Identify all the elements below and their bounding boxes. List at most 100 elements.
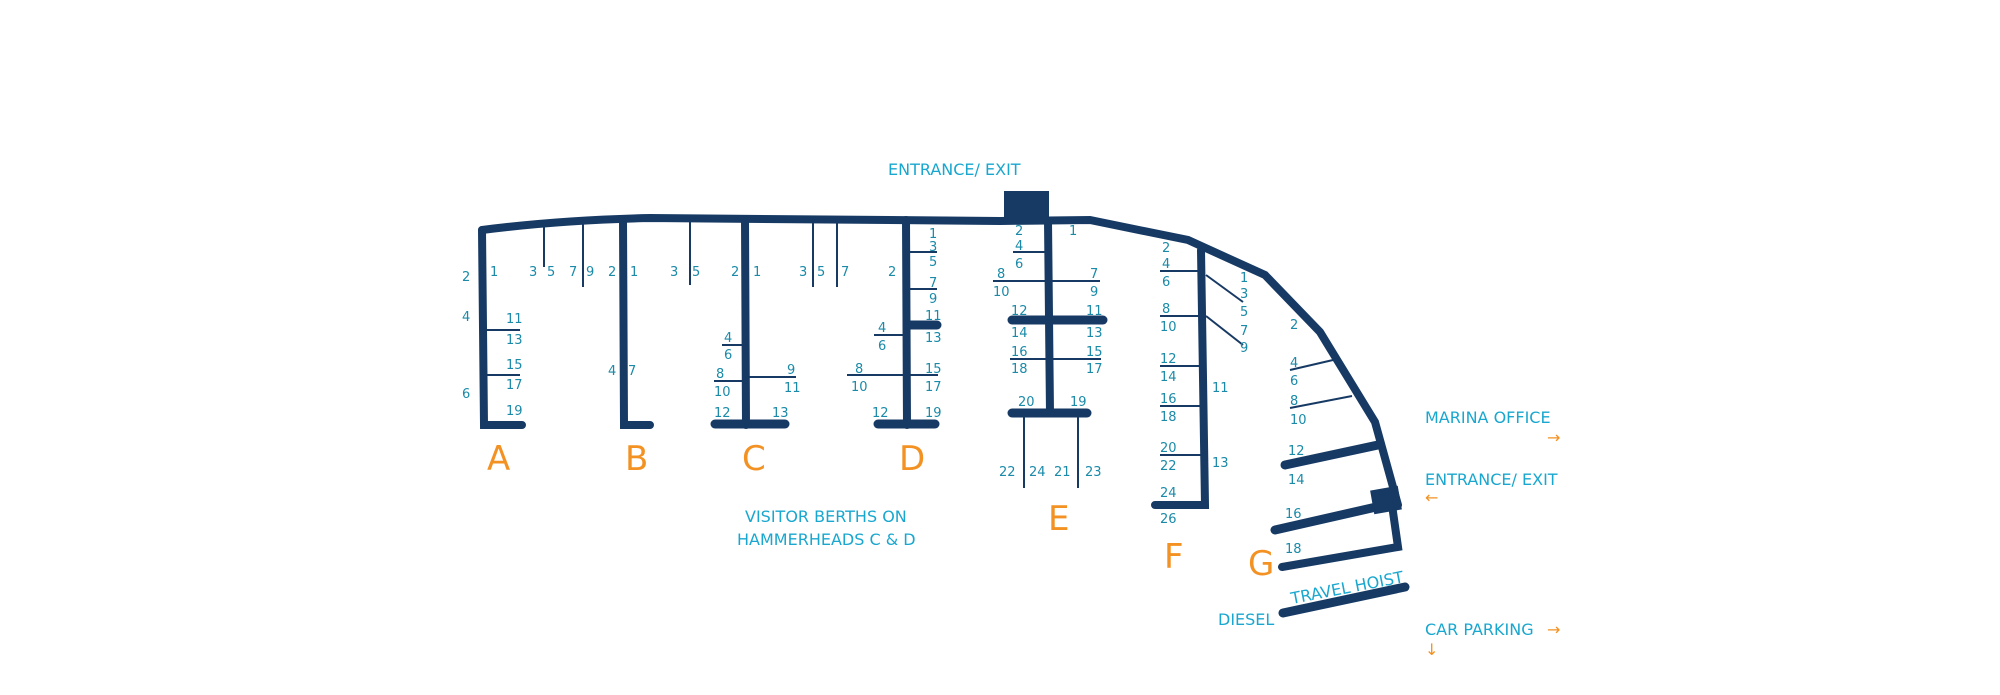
- berth-number: 6: [462, 387, 470, 402]
- berth-number: 16: [1160, 392, 1177, 407]
- berth-number: 9: [1090, 285, 1098, 300]
- berth-number: 18: [1285, 542, 1302, 557]
- berth-number: 1: [1240, 271, 1248, 286]
- pontoon-c-spine: [741, 216, 750, 429]
- berth-number: 10: [851, 380, 868, 395]
- berth-number: 13: [772, 406, 789, 421]
- diesel-label: DIESEL: [1218, 610, 1274, 629]
- berths-g: 2 4 6 8 10 12 14 16 18: [1285, 318, 1307, 557]
- diesel-pontoon: [1278, 582, 1410, 618]
- berth-number: 5: [692, 265, 700, 280]
- arrow-right-icon: →: [1547, 428, 1560, 447]
- berth-number: 11: [784, 381, 801, 396]
- berth-number: 9: [586, 265, 594, 280]
- pontoon-e: [993, 217, 1108, 488]
- berth-number: 20: [1160, 441, 1177, 456]
- car-parking-label[interactable]: CAR PARKING: [1425, 620, 1534, 639]
- pontoon-letter-c: C: [742, 439, 766, 479]
- berth-number: 6: [878, 339, 886, 354]
- berth-number: 3: [929, 240, 937, 255]
- berth-number: 4: [462, 310, 470, 325]
- berth-number: 2: [1162, 241, 1170, 256]
- berth-number: 14: [1011, 326, 1028, 341]
- berth-number: 19: [1070, 395, 1087, 410]
- berth-number: 8: [1290, 394, 1298, 409]
- berth-number: 1: [753, 265, 761, 280]
- berth-number: 5: [817, 265, 825, 280]
- berth-number: 4: [608, 364, 616, 379]
- top-entrance-block: [1004, 191, 1049, 219]
- marina-office-label[interactable]: MARINA OFFICE: [1425, 408, 1551, 427]
- berth-number: 8: [855, 362, 863, 377]
- berth-number: 4: [1162, 257, 1170, 272]
- berth-number: 22: [999, 465, 1016, 480]
- berth-number: 11: [1212, 381, 1229, 396]
- berth-number: 1: [929, 227, 937, 242]
- berth-number: 4: [724, 331, 732, 346]
- berth-number: 1: [490, 265, 498, 280]
- berth-number: 5: [547, 265, 555, 280]
- pontoon-b-spine: [619, 217, 654, 429]
- finger: [1205, 274, 1244, 303]
- berths-c: 2 1 3 5 7 4 6 8 10 9 11 12 13: [714, 265, 849, 421]
- pontoon-c: [710, 216, 838, 429]
- berth-number: 2: [608, 265, 616, 280]
- finger: [1289, 359, 1334, 371]
- berth-number: 2: [1015, 224, 1023, 239]
- berth-number: 18: [1160, 410, 1177, 425]
- berth-number: 11: [506, 312, 523, 327]
- berth-number: 17: [506, 378, 523, 393]
- arrow-left-icon: ←: [1425, 488, 1438, 507]
- berth-number: 7: [1090, 267, 1098, 282]
- berth-number: 2: [462, 270, 470, 285]
- berths-a: 2 1 3 5 7 9 4 11 13 15 17 6 19: [462, 265, 594, 419]
- berths-f: 2 4 6 1 3 5 7 9 8 10 12 14 11 16 18 20 2…: [1160, 241, 1248, 527]
- visitor-note-line1: VISITOR BERTHS ON: [745, 507, 907, 526]
- berth-number: 7: [1240, 324, 1248, 339]
- berth-number: 13: [506, 333, 523, 348]
- berth-number: 11: [1086, 304, 1103, 319]
- berth-number: 2: [731, 265, 739, 280]
- berth-number: 21: [1054, 465, 1071, 480]
- berth-number: 7: [569, 265, 577, 280]
- berth-number: 12: [872, 406, 889, 421]
- finger-12: [1280, 440, 1383, 470]
- berth-number: 15: [506, 358, 523, 373]
- berth-number: 20: [1018, 395, 1035, 410]
- berth-number: 18: [1011, 362, 1028, 377]
- berth-number: 16: [1285, 507, 1302, 522]
- berth-number: 8: [716, 367, 724, 382]
- pontoon-letter-d: D: [899, 439, 925, 479]
- pontoon-d: [847, 216, 942, 429]
- berth-number: 4: [1015, 239, 1023, 254]
- berth-number: 3: [529, 265, 537, 280]
- finger: [1289, 395, 1353, 409]
- pontoon-a: [478, 224, 584, 429]
- berth-number: 17: [1086, 362, 1103, 377]
- arrow-right-icon: →: [1547, 620, 1560, 639]
- main-walkway: [478, 213, 1402, 509]
- berth-number: 15: [1086, 345, 1103, 360]
- berth-number: 5: [1240, 305, 1248, 320]
- berths-d: 2 1 3 5 7 9 11 13 4 6 8 10 15 17 12 19: [851, 227, 942, 421]
- finger-16: [1270, 500, 1390, 535]
- berth-number: 8: [997, 267, 1005, 282]
- berth-number: 12: [714, 406, 731, 421]
- berth-number: 10: [993, 285, 1010, 300]
- berth-number: 3: [1240, 287, 1248, 302]
- berth-number: 7: [841, 265, 849, 280]
- top-entrance-label: ENTRANCE/ EXIT: [888, 160, 1021, 179]
- berth-number: 1: [1069, 224, 1077, 239]
- pontoon-g: [1270, 359, 1410, 618]
- arrow-down-icon: ↓: [1425, 640, 1438, 659]
- berth-number: 10: [1290, 413, 1307, 428]
- berth-number: 7: [929, 276, 937, 291]
- berth-number: 26: [1160, 512, 1177, 527]
- berth-number: 4: [1290, 356, 1298, 371]
- visitor-note-line2: HAMMERHEADS C & D: [737, 530, 916, 549]
- berth-number: 6: [724, 348, 732, 363]
- berth-number: 7: [628, 364, 636, 379]
- berths-e: 2 1 4 6 8 10 7 9 12 11 14 13 16 18 15 17…: [993, 224, 1103, 480]
- berth-number: 4: [878, 321, 886, 336]
